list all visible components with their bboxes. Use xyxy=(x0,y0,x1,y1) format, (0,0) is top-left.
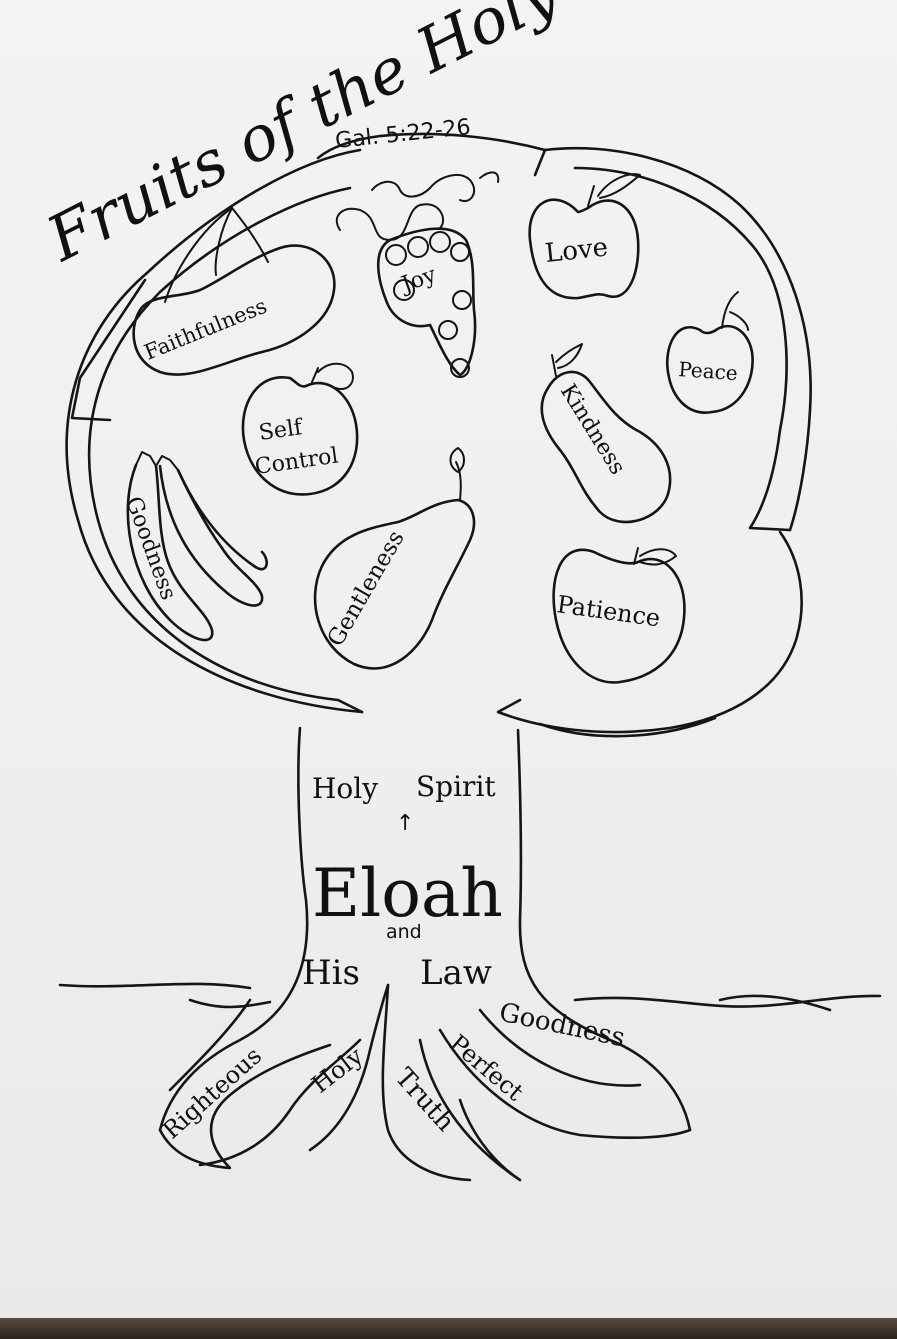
trunk-label-and: and xyxy=(386,921,422,943)
canopy-outline xyxy=(65,132,812,738)
trunk-label-eloah: Eloah xyxy=(312,855,503,932)
fruit-label-joy: Joy xyxy=(397,262,440,298)
trunk-label-spirit: Spirit xyxy=(416,770,496,803)
apple-patience: Patience xyxy=(552,547,686,684)
pear-kindness: Kindness xyxy=(540,343,672,524)
trunk-label-law: Law xyxy=(420,953,492,993)
root-label-perfect: Perfect xyxy=(444,1029,529,1107)
bananas-goodness: Goodness xyxy=(120,451,268,642)
trunk-label-his: His xyxy=(302,953,360,993)
trunk-label-holy: Holy xyxy=(312,772,378,805)
table-edge xyxy=(0,1318,897,1339)
grapes-joy: Joy xyxy=(335,171,500,378)
tree-trunk xyxy=(58,726,882,1132)
root-label-truth: Truth xyxy=(389,1063,461,1138)
title-group: Fruits of the Holy Spirit Gal. 5:22-26 xyxy=(35,0,746,276)
cherries-faithfulness: Faithfulness xyxy=(132,207,336,376)
trunk-text: Holy Spirit ↑ Eloah and His Law xyxy=(302,770,503,993)
fruit-label-peace: Peace xyxy=(678,357,739,385)
fruit-label-gentleness: Gentleness xyxy=(323,526,410,651)
apple-peace: Peace xyxy=(665,291,754,414)
fruit-label-kindness: Kindness xyxy=(555,380,630,479)
apple-self-control: Self Control xyxy=(241,362,359,496)
apple-love: Love xyxy=(528,173,641,300)
fruit-label-patience: Patience xyxy=(555,590,662,632)
fruit-label-self: Self xyxy=(257,415,305,446)
tree-roots xyxy=(158,983,692,1182)
fruit-label-love: Love xyxy=(544,233,610,269)
fruit-label-control: Control xyxy=(253,444,340,480)
trunk-arrow: ↑ xyxy=(396,811,414,836)
